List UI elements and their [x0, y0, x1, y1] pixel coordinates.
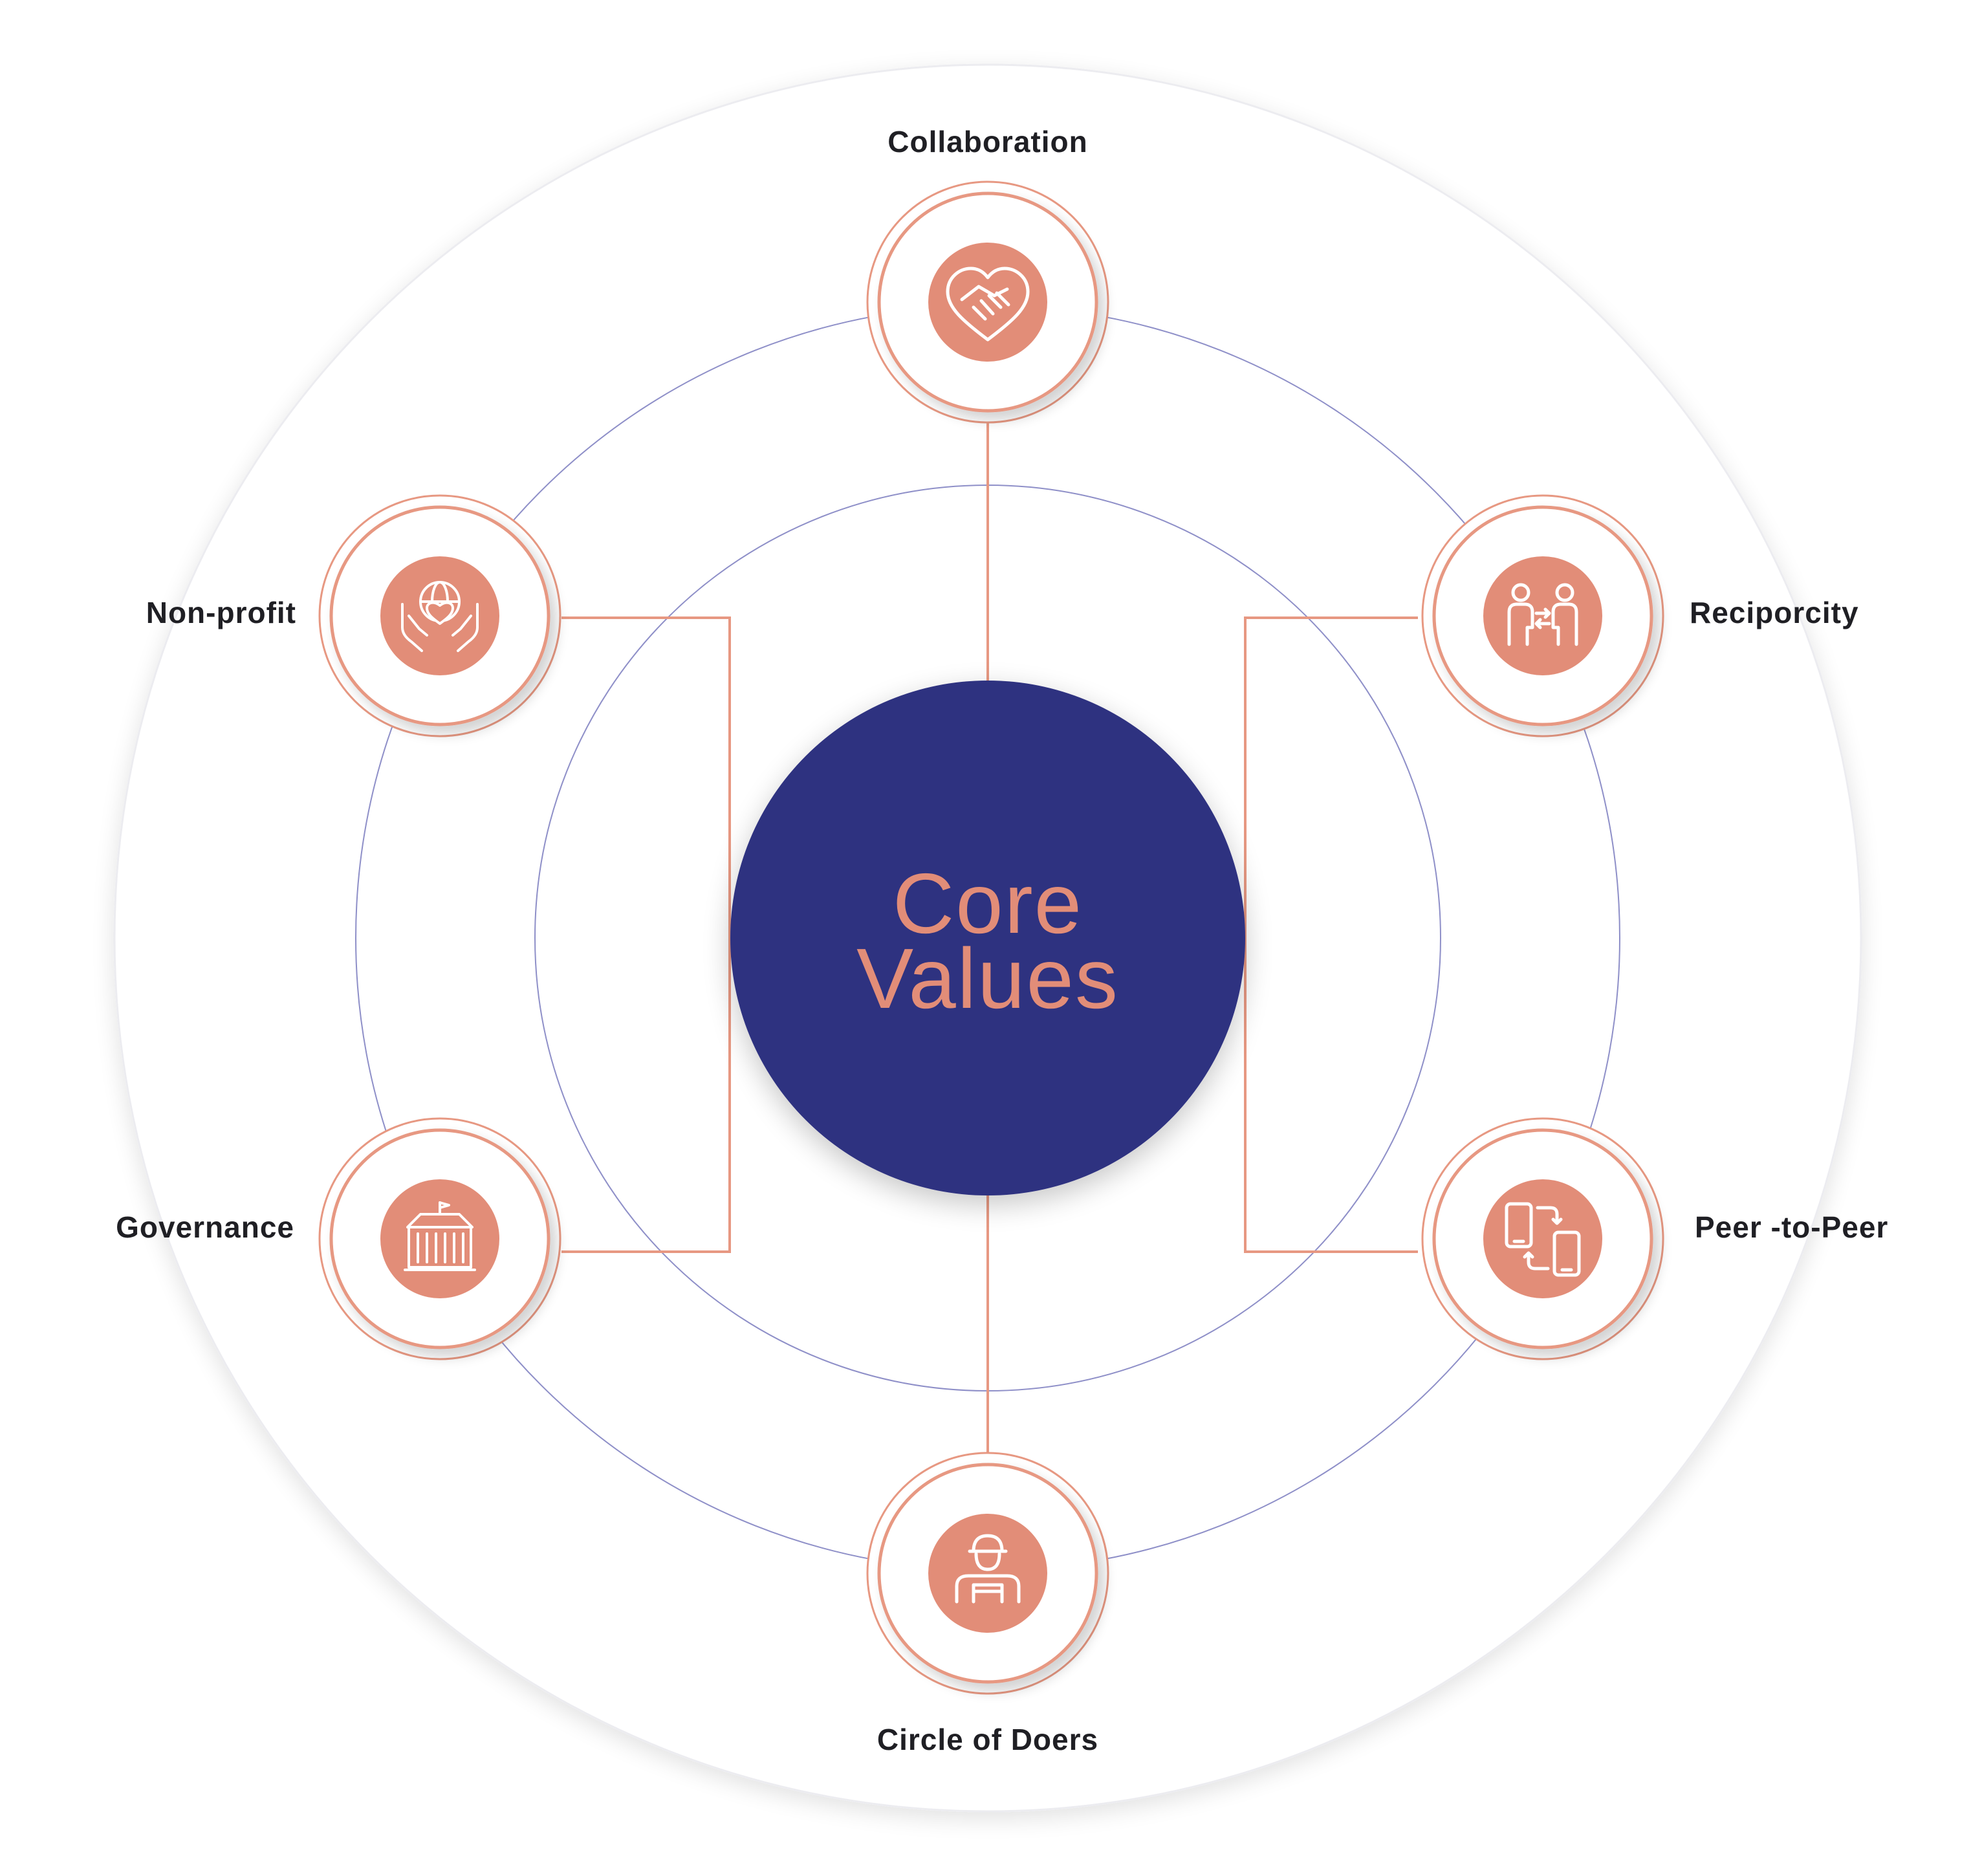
label-governance: Governance — [116, 1210, 294, 1244]
node-doers — [866, 1452, 1109, 1695]
worker-icon — [955, 1534, 1021, 1604]
node-collaboration — [866, 180, 1109, 424]
people-exchange-icon — [1507, 583, 1578, 646]
label-nonprofit: Non-profit — [146, 596, 296, 629]
handshake-heart-icon — [946, 267, 1030, 342]
connector-right-bracket — [1244, 616, 1418, 1253]
core-values-title: Core Values — [856, 856, 1119, 1026]
connector-left-bracket — [561, 616, 731, 1253]
node-nonprofit — [318, 494, 561, 737]
government-building-icon — [404, 1201, 476, 1271]
node-peer — [1421, 1117, 1664, 1360]
node-governance — [318, 1117, 561, 1360]
hands-globe-heart-icon — [401, 581, 479, 652]
node-reciprocity — [1421, 494, 1664, 737]
label-doers: Circle of Doers — [877, 1723, 1099, 1756]
core-circle — [730, 681, 1245, 1195]
label-reciprocity: Reciporcity — [1690, 596, 1859, 629]
core-title-line1: Core — [892, 856, 1084, 951]
core-title-line2: Values — [856, 931, 1119, 1026]
phone-transfer-icon — [1505, 1202, 1581, 1277]
connector-lines — [561, 414, 1418, 1462]
label-peer: Peer -to-Peer — [1695, 1210, 1889, 1244]
label-collaboration: Collaboration — [887, 125, 1088, 158]
